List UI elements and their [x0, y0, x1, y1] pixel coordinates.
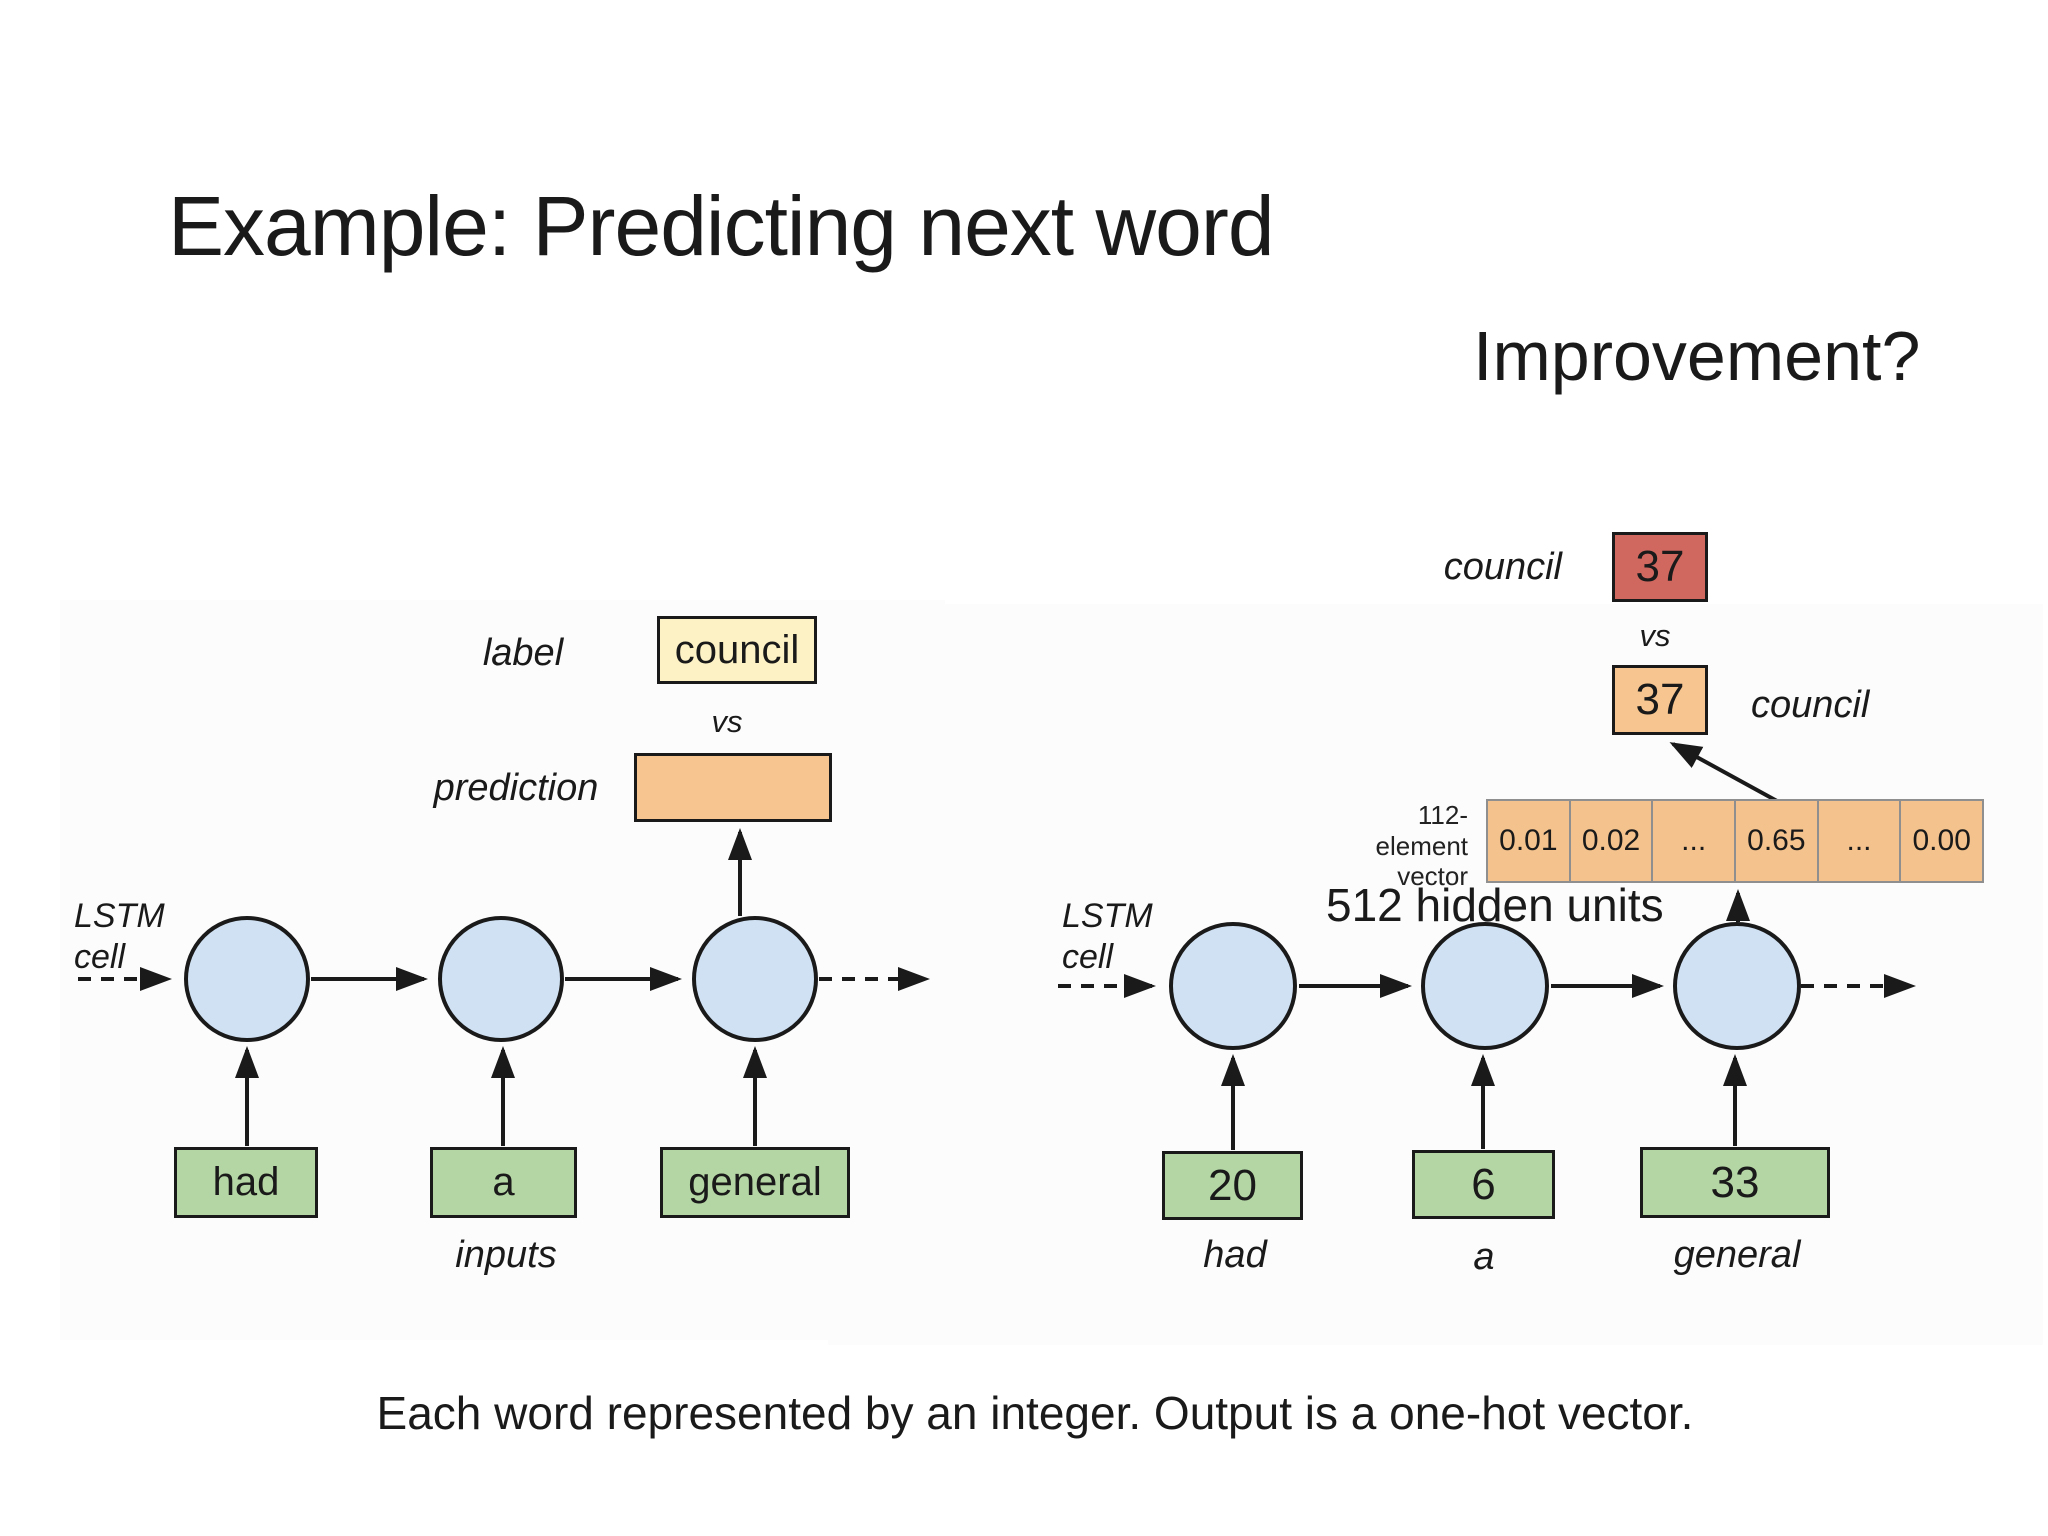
- lstm-circle-left-2: [438, 916, 564, 1042]
- argmax-arrow: [1669, 742, 1778, 803]
- input-box-general-text: general: [688, 1160, 822, 1204]
- lstm-cell-label-left-line1: LSTM: [74, 897, 165, 935]
- one-hot-vector-row: 0.01 0.02 ... 0.65 ... 0.00: [1486, 799, 1985, 883]
- lstm-circle-right-1: [1169, 922, 1297, 1050]
- caption-text: Each word represented by an integer. Out…: [376, 1387, 1694, 1439]
- input-box-had: had: [174, 1147, 318, 1218]
- page-title: Example: Predicting next word: [168, 179, 1275, 273]
- lstm-circle-right-3: [1673, 922, 1801, 1050]
- lstm-circle-left-3: [692, 916, 818, 1042]
- vector-size-label: 112-element vector: [1330, 800, 1469, 892]
- lstm-circle-right-2: [1421, 922, 1549, 1050]
- lstm-cell-label-right-line2: cell: [1062, 937, 1114, 976]
- inputs-caption: inputs: [455, 1234, 557, 1276]
- vector-cell-4: ...: [1816, 799, 1902, 883]
- input-box-6: 6: [1412, 1150, 1555, 1219]
- vs-label-right: vs: [1639, 618, 1671, 653]
- label-value-text: 37: [1635, 542, 1685, 591]
- input-box-20: 20: [1162, 1151, 1303, 1220]
- vector-cell-5: 0.00: [1899, 799, 1985, 883]
- input-word-general: general: [1673, 1234, 1801, 1276]
- improvement-heading: Improvement?: [1473, 317, 1921, 395]
- input-box-33-text: 33: [1710, 1157, 1760, 1207]
- council-prediction-word: council: [1751, 684, 1870, 726]
- input-box-20-text: 20: [1208, 1160, 1257, 1210]
- vector-cell-2: ...: [1651, 799, 1737, 883]
- input-word-had: had: [1203, 1234, 1267, 1276]
- vector-cell-1: 0.02: [1568, 799, 1654, 883]
- lstm-cell-label-right: LSTM cell: [1062, 896, 1153, 978]
- label-box-council-text: council: [674, 627, 800, 672]
- label-value-box: 37: [1612, 532, 1708, 602]
- vector-size-label-line1: 112-element: [1375, 800, 1469, 861]
- input-box-general: general: [660, 1147, 850, 1218]
- input-box-6-text: 6: [1471, 1159, 1496, 1209]
- vs-label-left: vs: [711, 704, 743, 739]
- lstm-circle-left-1: [184, 916, 310, 1042]
- input-box-had-text: had: [212, 1160, 280, 1204]
- prediction-value-text: 37: [1635, 675, 1685, 724]
- prediction-box: [634, 753, 832, 822]
- vector-cell-0: 0.01: [1486, 799, 1571, 883]
- input-box-33: 33: [1640, 1147, 1830, 1218]
- prediction-caption: prediction: [433, 767, 599, 809]
- vector-cell-3: 0.65: [1734, 799, 1819, 883]
- lstm-cell-label-left-line2: cell: [74, 937, 126, 976]
- council-label-word: council: [1443, 546, 1562, 588]
- label-box-council: council: [657, 616, 817, 684]
- lstm-cell-label-right-line1: LSTM: [1062, 897, 1153, 935]
- input-box-a: a: [430, 1147, 577, 1218]
- label-caption: label: [482, 632, 564, 674]
- prediction-value-box: 37: [1612, 665, 1708, 735]
- lstm-cell-label-left: LSTM cell: [74, 896, 165, 978]
- vector-size-label-line2: vector: [1397, 861, 1468, 892]
- hidden-units-label: 512 hidden units: [1326, 879, 1664, 931]
- input-word-a: a: [1473, 1236, 1495, 1278]
- input-box-a-text: a: [492, 1160, 515, 1204]
